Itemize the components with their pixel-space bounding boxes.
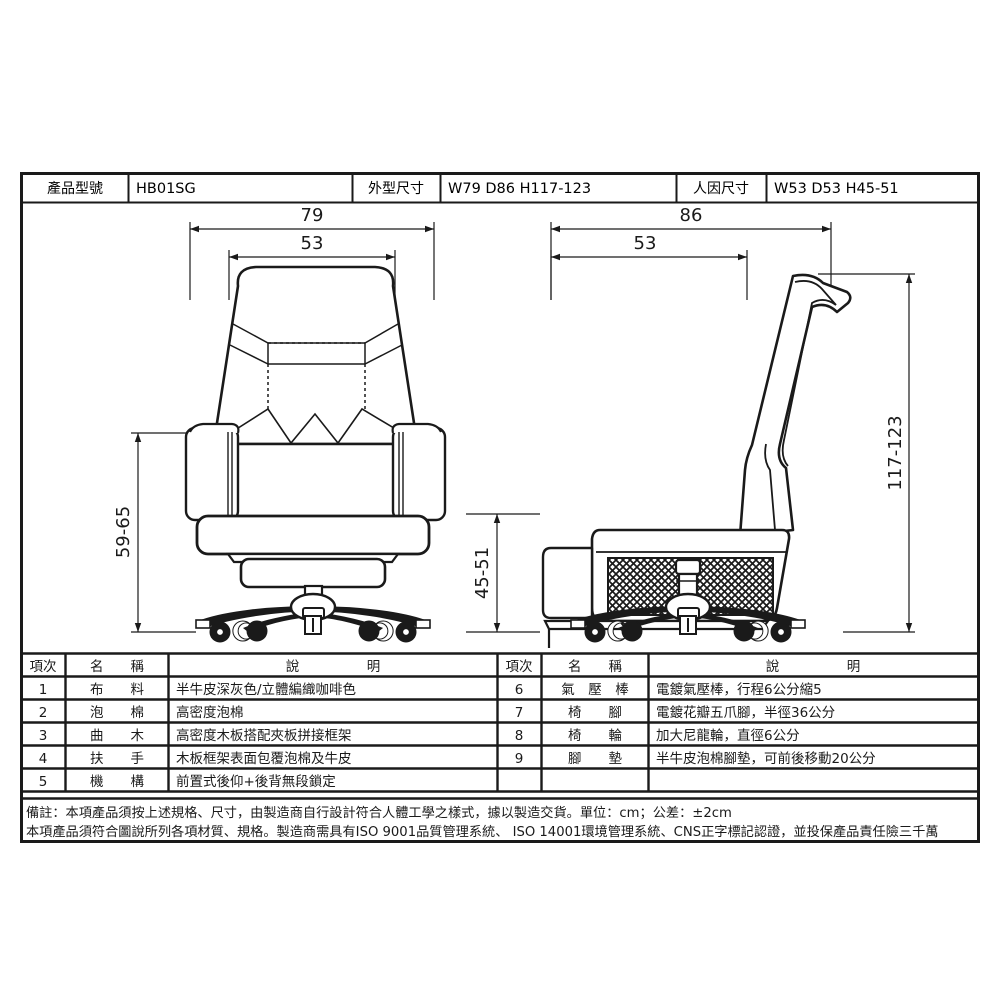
front-left-armrest <box>184 422 240 522</box>
cell-name: 機 構 <box>90 774 144 790</box>
front-view-drawing: 79 53 59-65 <box>113 205 447 643</box>
cell-index: 9 <box>515 751 524 767</box>
table-row: 1 布 料 半牛皮深灰色/立體編織咖啡色 <box>39 681 356 698</box>
front-seat-width-value: 53 <box>301 233 324 254</box>
sheet-frame <box>20 172 980 843</box>
cell-name: 氣 壓 棒 <box>561 682 629 698</box>
front-mechanism-housing <box>239 557 387 589</box>
cell-index: 6 <box>515 682 524 698</box>
side-seat-depth-value: 53 <box>634 233 657 254</box>
cell-index: 3 <box>39 728 48 744</box>
notes-block: 備註：本項產品須按上述規格、尺寸，由製造商自行設計符合人體工學之樣式，據以製造交… <box>26 804 939 840</box>
table-row: 8 椅 輪 加大尼龍輪，直徑6公分 <box>515 727 800 744</box>
cell-description: 高密度泡棉 <box>176 704 244 721</box>
specification-table: 項次 名 稱 說 明 項次 名 稱 說 明 1 布 料 半牛皮深灰色/立體編織咖… <box>21 652 979 800</box>
outer-dimension-value: W79 D86 H117-123 <box>448 181 591 197</box>
side-backrest <box>738 273 852 538</box>
outer-dimension-label: 外型尺寸 <box>368 181 424 197</box>
side-overall-depth-value: 86 <box>680 205 703 226</box>
cell-description: 半牛皮深灰色/立體編織咖啡色 <box>176 681 356 698</box>
table-header-name-left: 名 稱 <box>90 659 144 675</box>
model-value: HB01SG <box>136 181 196 197</box>
side-five-star-base <box>570 592 806 643</box>
side-backrest-seam <box>764 280 837 531</box>
cell-name: 椅 輪 <box>568 727 622 744</box>
note-line-2: 本項產品須符合圖說所列各項材質、規格。製造商需具有ISO 9001品質管理系統、… <box>26 823 939 840</box>
cell-name: 泡 棉 <box>90 705 144 721</box>
table-row: 4 扶 手 木板框架表面包覆泡棉及牛皮 <box>39 751 352 767</box>
table-header-index-left: 項次 <box>30 659 57 675</box>
cell-index: 4 <box>39 751 48 767</box>
header-row: 產品型號 HB01SG 外型尺寸 W79 D86 H117-123 人因尺寸 W… <box>21 174 979 204</box>
cell-name: 曲 木 <box>90 728 144 744</box>
model-label: 產品型號 <box>47 180 103 197</box>
front-width-dimension <box>189 222 435 300</box>
cell-name: 椅 腳 <box>568 705 622 721</box>
cell-index: 5 <box>39 774 48 790</box>
front-overall-width-value: 79 <box>301 205 324 226</box>
cell-index: 1 <box>39 682 48 698</box>
table-header-index-right: 項次 <box>506 659 533 675</box>
side-total-height-value: 117-123 <box>885 415 906 490</box>
table-header-desc-right: 說 明 <box>766 658 861 675</box>
cell-description: 高密度木板搭配夾板拼接框架 <box>176 727 352 744</box>
table-row: 9 腳 墊 半牛皮泡棉腳墊，可前後移動20公分 <box>515 750 876 767</box>
table-row: 3 曲 木 高密度木板搭配夾板拼接框架 <box>39 727 352 744</box>
cell-description: 前置式後仰+後背無段鎖定 <box>176 773 336 790</box>
front-backrest-seams <box>229 323 403 409</box>
side-view-drawing: 86 53 45-51 117-123 <box>466 205 915 648</box>
front-seat-cushion <box>195 514 431 556</box>
table-row: 2 泡 棉 高密度泡棉 <box>39 704 244 721</box>
cell-description: 木板框架表面包覆泡棉及牛皮 <box>176 751 352 767</box>
front-seat-body <box>205 434 426 522</box>
front-back-height-value: 59-65 <box>113 506 134 558</box>
table-header-name-right: 名 稱 <box>568 659 622 675</box>
side-total-height-dimension <box>818 273 915 633</box>
front-seat-width-dimension <box>228 250 396 300</box>
cell-name: 扶 手 <box>90 751 144 767</box>
cell-index: 8 <box>515 728 524 744</box>
side-seat-depth-dimension <box>550 250 748 300</box>
side-seat-height-dimension <box>466 513 540 633</box>
ergonomic-dimension-value: W53 D53 H45-51 <box>774 181 899 197</box>
note-line-1: 備註：本項產品須按上述規格、尺寸，由製造商自行設計符合人體工學之樣式，據以製造交… <box>26 804 732 821</box>
table-header-desc-left: 說 明 <box>286 658 381 675</box>
front-five-star-base <box>195 592 431 643</box>
cell-name: 腳 墊 <box>568 751 622 767</box>
side-seat-height-value: 45-51 <box>472 547 493 599</box>
cell-description: 電鍍花瓣五爪腳，半徑36公分 <box>656 704 835 721</box>
cell-description: 半牛皮泡棉腳墊，可前後移動20公分 <box>656 750 876 767</box>
cell-name: 布 料 <box>90 682 144 698</box>
side-armrest <box>541 546 594 620</box>
cell-index: 2 <box>39 705 48 721</box>
ergonomic-dimension-label: 人因尺寸 <box>693 181 749 197</box>
front-right-armrest <box>391 422 447 522</box>
front-backrest-shape <box>213 265 418 446</box>
cell-description: 電鍍氣壓棒，行程6公分縮5 <box>656 681 822 698</box>
table-row: 7 椅 腳 電鍍花瓣五爪腳，半徑36公分 <box>515 704 835 721</box>
cell-description: 加大尼龍輪，直徑6公分 <box>656 727 800 744</box>
table-row: 6 氣 壓 棒 電鍍氣壓棒，行程6公分縮5 <box>515 681 822 698</box>
cell-index: 7 <box>515 705 524 721</box>
table-row: 5 機 構 前置式後仰+後背無段鎖定 <box>39 773 336 790</box>
